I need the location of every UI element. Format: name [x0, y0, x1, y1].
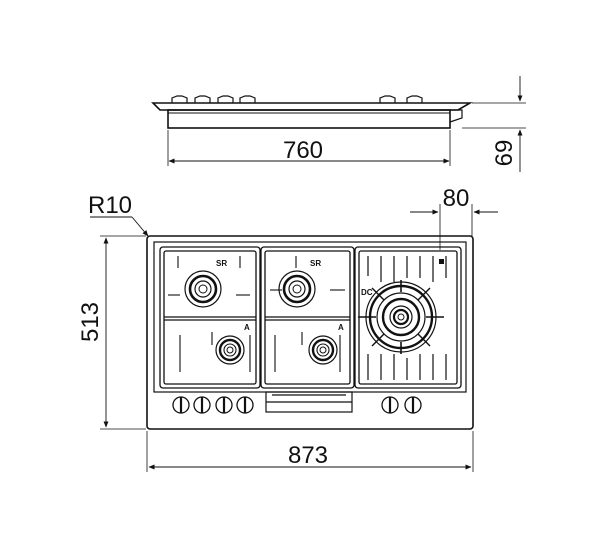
- top-width-label: 873: [288, 442, 328, 469]
- burner-wok: [358, 280, 444, 354]
- corner-radius-label: R10: [88, 192, 132, 219]
- burner-label-left-front: A: [244, 323, 250, 332]
- burner-label-wok: DC: [361, 288, 373, 297]
- top-view: SR SR A A DC: [146, 235, 474, 430]
- control-panel-center: [265, 391, 353, 413]
- dimension-grate-offset: 80: [410, 185, 498, 250]
- grate-ribs: [168, 256, 345, 372]
- dimension-corner-radius: R10: [88, 192, 149, 237]
- dimension-top-width: 873: [146, 431, 474, 472]
- side-view: [151, 95, 473, 129]
- side-height-label: 69: [491, 140, 518, 167]
- side-view-knobs: [171, 95, 423, 103]
- burner-label-center-front: A: [338, 323, 344, 332]
- dimension-side-height: 69: [462, 76, 526, 172]
- ignition-marker: [439, 259, 444, 264]
- burner-left-rear: [184, 270, 222, 308]
- side-view-body: [167, 109, 451, 129]
- burner-center-rear: [278, 270, 316, 308]
- pan-supports: [159, 246, 462, 389]
- burner-left-front: [215, 335, 245, 365]
- burner-label-center-rear: SR: [310, 259, 321, 268]
- grate-offset-label: 80: [443, 185, 470, 212]
- hob-outer-frame: [146, 235, 474, 430]
- burner-label-left-rear: SR: [216, 259, 227, 268]
- control-knobs: [172, 396, 422, 414]
- dimension-top-depth: 513: [77, 235, 146, 430]
- dimension-side-width: 760: [167, 130, 451, 166]
- side-view-flange: [151, 102, 473, 111]
- wok-grate-ribs: [367, 256, 447, 380]
- top-depth-label: 513: [77, 302, 104, 342]
- side-width-label: 760: [283, 137, 323, 164]
- burner-center-front: [308, 335, 338, 365]
